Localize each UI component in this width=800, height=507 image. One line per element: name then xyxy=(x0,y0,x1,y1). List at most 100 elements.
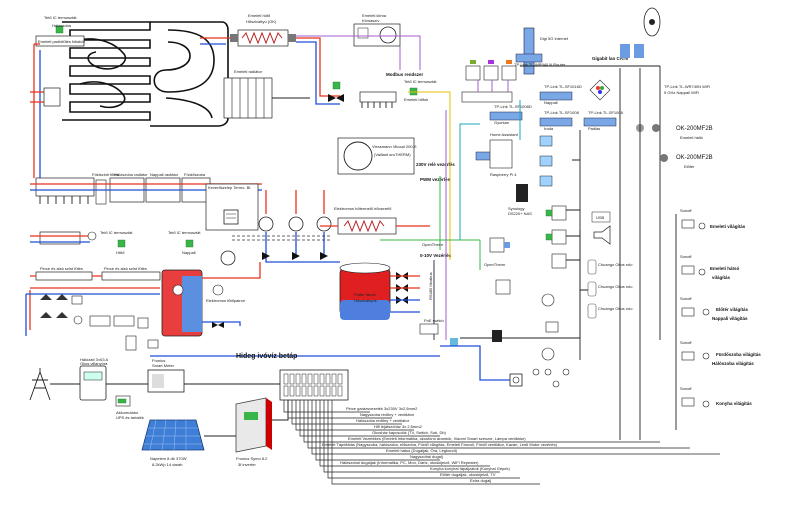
sonoff-5[interactable]: Sonoff xyxy=(680,386,695,407)
camera2-sub: Előtér xyxy=(684,164,695,169)
split-unit-label: Emeleti klíma xyxy=(362,13,387,18)
inverter-sub: 3f inverter xyxy=(238,462,256,467)
ups-label: Akkumulátor xyxy=(116,410,139,415)
server-sub: DS220+ NAS xyxy=(508,211,532,216)
floor-distributor-row xyxy=(35,177,211,205)
lamp-3b-label: Nappali világítás xyxy=(712,316,748,321)
cold-water-label: Hideg ivóvíz betáp xyxy=(236,353,297,360)
lamp-5-label: Konyha világítás xyxy=(716,401,752,406)
camera2-label: OK-200MF2B xyxy=(676,155,713,161)
lan-devices-top xyxy=(461,60,517,103)
grid-meter-label: Hálózati 3×63 A xyxy=(80,357,108,362)
floor-distr-mid2-label: Nappali radiátor xyxy=(150,172,179,177)
chuango-blinds xyxy=(587,259,597,319)
expansion-vessel xyxy=(212,284,224,296)
chuango2-label: Chuango Okos rolo xyxy=(598,284,633,289)
bulb-icon xyxy=(698,222,710,408)
chuango3-label: Chuango Okos rolo xyxy=(598,306,633,311)
floor-thermo-left-label: Tető IC termosztát xyxy=(100,230,133,235)
floor-right-zone: Nappali xyxy=(182,250,196,255)
floor-distr-right-label: Fürdőszoba xyxy=(184,172,206,177)
switch2-label: TP-Link TL-SF1016D xyxy=(544,84,582,89)
upper-valve-block xyxy=(43,87,61,107)
circuit-4: Okosház kapcsolók (TV, Switch, Sub, Db) xyxy=(372,430,447,435)
circuit-3: Hifi lejátszóház 3x 2,5mm2 xyxy=(374,424,423,429)
modbus-label: Modbus rendszer xyxy=(386,72,424,77)
circuit-8: Nagyszobai dugalj xyxy=(410,454,443,459)
upper-thermostat-icon[interactable] xyxy=(55,25,64,34)
smart-meter-sub: Smart Meter xyxy=(152,363,175,368)
thermostat-right-sub: Emeleti hőfok xyxy=(404,97,428,102)
floor-distr-mid-label: Hálószoba radiátor xyxy=(114,172,148,177)
grid-meter xyxy=(79,365,107,401)
upper-floor-heating-coil xyxy=(62,21,229,127)
circuit-2: Hálószoba redőny + ventilátor xyxy=(356,418,410,423)
split-unit-sub: Klímaszív xyxy=(362,18,379,23)
ground-heating-left-label: Pince és alsó szint fűtés xyxy=(40,266,83,271)
shutter-lower xyxy=(545,321,559,333)
switch3-label: TP-Link TL-SF1008 xyxy=(544,110,580,115)
switch4-label: TP-Link TL-SF1008 xyxy=(588,110,624,115)
router-top-label: Digi 5G Internet xyxy=(540,36,569,41)
lamp-1-label: Emeleti világítás xyxy=(710,224,746,229)
ground-manifold xyxy=(39,231,81,245)
power-pylon-icon xyxy=(29,368,51,401)
panel-radiator xyxy=(223,77,273,119)
radiator-top-label: Emeleti hűtő xyxy=(248,13,271,18)
radiator-top-sub: Hőszivattyú (OK) xyxy=(246,19,277,24)
lamp-2b-label: világítás xyxy=(712,275,731,280)
roller-shutters xyxy=(545,205,567,269)
mid-manifold xyxy=(359,91,397,103)
speaker-icon xyxy=(593,225,611,245)
circuit-12: Extra dugalj xyxy=(470,478,491,483)
solar-panel xyxy=(141,419,205,451)
floor-thermo-left-icon[interactable] xyxy=(117,239,126,248)
lamp-2a-label: Emeleti hátsó xyxy=(710,266,740,271)
sonoff-1-label: Sonoff xyxy=(680,208,692,213)
sonoff-4[interactable]: Sonoff xyxy=(680,340,695,361)
camera1-label: OK-200MF2B xyxy=(676,126,713,132)
ups-battery xyxy=(115,395,131,407)
relay-230v-label: 230V relé vezérlés xyxy=(416,162,455,167)
upper-manifold-label: Emeleti padlófűtés fóliakör xyxy=(38,39,86,44)
upper-thermostat-label: Tető IC termosztát xyxy=(44,15,77,20)
floor-thermo-right-icon[interactable] xyxy=(185,239,194,248)
router-left-label: TP-Link TL-WR940 N Router xyxy=(514,62,566,67)
sonoff-1[interactable]: Sonoff xyxy=(680,208,695,229)
mixing-box xyxy=(205,183,259,231)
poe-label: PoE switch xyxy=(424,318,444,323)
buffer-tank-large xyxy=(339,262,391,320)
buffer-tank-sub: Hőszivattyús xyxy=(354,298,377,303)
circuit-1: Nagyszoba redőny + ventilátor xyxy=(360,412,415,417)
circuit-5: Emeleti Vezetékes (Emeleti informatika, … xyxy=(348,436,526,441)
fan-icon xyxy=(541,293,555,361)
nas-label: Home Assistant xyxy=(490,132,519,137)
circuit-9: Hálószobai dugaljak (Informatika, PC, Mo… xyxy=(340,460,479,465)
buffer-tank-small xyxy=(161,269,203,337)
nas-sub: Raspberry Pi 4 xyxy=(490,172,517,177)
circuit-10: Konyha konyhai tápaljzatok (Konyhai Gépe… xyxy=(430,466,510,471)
sanitary-fixtures xyxy=(40,294,159,351)
rs485-label: RS485 Modbus xyxy=(428,272,433,300)
floor-distr-left-label: Földszinti fűtés xyxy=(92,172,119,177)
three-way-valve[interactable] xyxy=(328,81,344,102)
circuit-11: Előtér dugaljak, okoskijelző, TV xyxy=(440,472,496,477)
mixing-valves xyxy=(262,252,328,260)
sonoff-3[interactable]: Sonoff xyxy=(680,296,695,317)
circuit-lines xyxy=(283,400,720,485)
floor-left-zone: Hűtő xyxy=(116,250,125,255)
upper-radiator xyxy=(230,29,296,47)
circuit-0: Pince garázsvezeték 3x230V 3x2,5mm2 xyxy=(346,406,418,411)
circuit-labels: Pince garázsvezeték 3x230V 3x2,5mm2 Nagy… xyxy=(322,406,558,483)
switch1-sub: Gyorsan xyxy=(494,120,509,125)
sonoff-2[interactable]: Sonoff xyxy=(680,254,695,275)
monitors xyxy=(539,135,553,187)
mixing-box-label: Keverőszelep Termo. Bl. xyxy=(208,185,251,190)
server-label: Synology xyxy=(508,206,524,211)
split-ac-unit xyxy=(353,23,401,47)
server-box xyxy=(516,184,528,202)
socket-icon xyxy=(509,373,523,387)
switch2-sub: Nappali xyxy=(544,100,558,105)
